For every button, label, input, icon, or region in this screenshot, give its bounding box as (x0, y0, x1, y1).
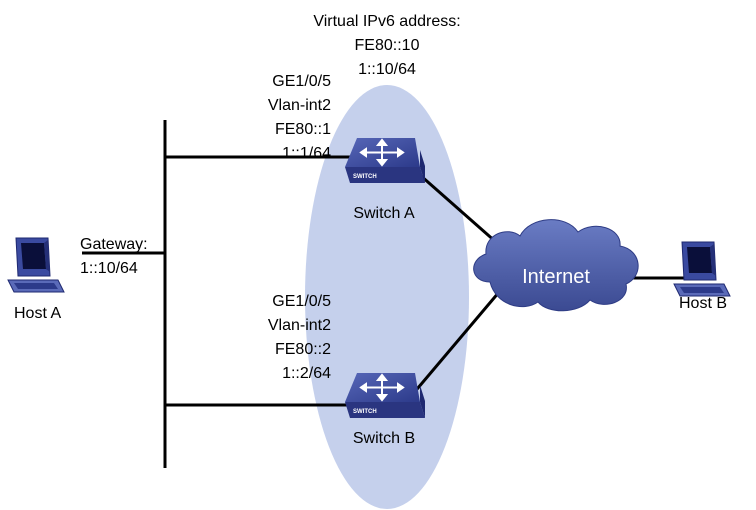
host-a-name: Host A (14, 305, 61, 322)
host-b[interactable] (673, 241, 731, 297)
cloud-icon (473, 219, 639, 312)
switch-b-logo: SWITCH (353, 409, 377, 415)
switch-a-ll: FE80::1 (275, 121, 331, 138)
switch-a-logo: SWITCH (353, 174, 377, 180)
pc-icon (673, 241, 731, 297)
switch-a[interactable]: SWITCH (345, 138, 425, 183)
host-a[interactable] (7, 237, 65, 293)
switch-b-ip: 1::2/64 (282, 365, 331, 382)
switch-b-port: GE1/0/5 (272, 293, 331, 310)
switch-a-side-right (420, 150, 425, 183)
switch-arrows-icon (359, 138, 405, 167)
labels: Virtual IPv6 address: FE80::10 1::10/64 … (14, 13, 727, 447)
switch-a-name: Switch A (353, 205, 415, 222)
switch-a-ip: 1::1/64 (282, 145, 331, 162)
switch-b-front (345, 402, 425, 418)
vrrp-title: Virtual IPv6 address: (313, 13, 460, 30)
switch-a-vlan: Vlan-int2 (268, 97, 331, 114)
host-b-name: Host B (679, 295, 727, 312)
internet-cloud: Internet (473, 219, 639, 312)
links (82, 120, 690, 468)
vrrp-addr-2: 1::10/64 (358, 61, 416, 78)
switch-b-ll: FE80::2 (275, 341, 331, 358)
switch-b-name: Switch B (353, 430, 415, 447)
host-a-gateway-addr: 1::10/64 (80, 260, 138, 277)
switch-a-port: GE1/0/5 (272, 73, 331, 90)
link-switch-a-internet (411, 166, 506, 252)
switch-b-vlan: Vlan-int2 (268, 317, 331, 334)
switch-b[interactable]: SWITCH (345, 373, 425, 418)
host-a-gateway-label: Gateway: (80, 236, 148, 253)
vrrp-addr-1: FE80::10 (355, 37, 420, 54)
pc-icon (7, 237, 65, 293)
switch-arrows-icon (359, 373, 405, 402)
switch-b-side-right (420, 385, 425, 418)
internet-label: Internet (522, 266, 590, 288)
switch-a-front (345, 167, 425, 183)
link-switch-b-internet (410, 284, 507, 396)
